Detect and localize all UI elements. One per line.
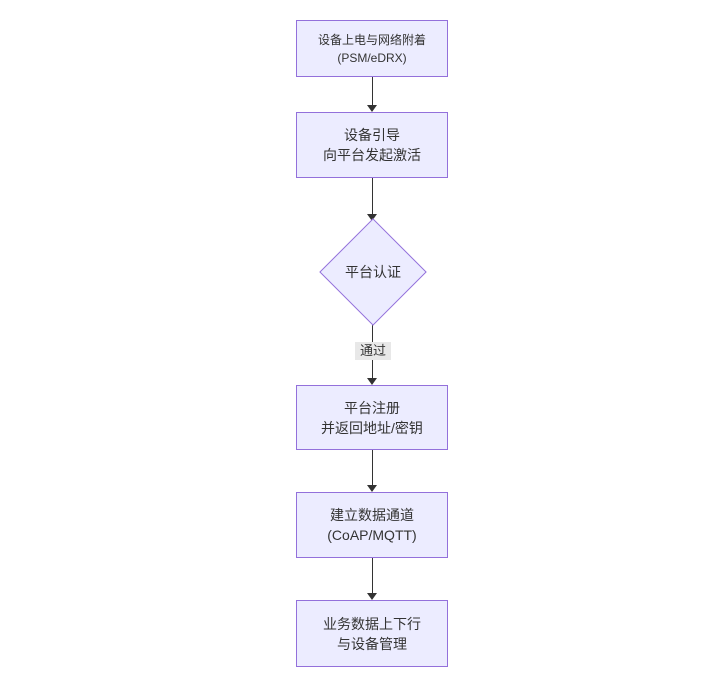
arrowhead-icon bbox=[367, 214, 377, 221]
arrowhead-icon bbox=[367, 485, 377, 492]
node-business: 业务数据上下行 与设备管理 bbox=[296, 600, 448, 667]
node-bootstrap-line1: 设备引导 bbox=[344, 127, 400, 143]
node-bootstrap: 设备引导 向平台发起激活 bbox=[296, 112, 448, 178]
node-data-channel-line2: (CoAP/MQTT) bbox=[327, 527, 417, 543]
node-business-line1: 业务数据上下行 bbox=[323, 615, 421, 632]
node-power-attach: 设备上电与网络附着 (PSM/eDRX) bbox=[296, 20, 448, 77]
node-register: 平台注册 并返回地址/密钥 bbox=[296, 385, 448, 450]
edge-label-pass: 通过 bbox=[355, 342, 391, 360]
arrowhead-icon bbox=[367, 378, 377, 385]
node-power-attach-line2: (PSM/eDRX) bbox=[337, 50, 407, 65]
node-register-line2: 并返回地址/密钥 bbox=[321, 419, 423, 436]
node-bootstrap-line2: 向平台发起激活 bbox=[323, 147, 421, 163]
edge-register-to-channel bbox=[372, 450, 373, 486]
node-auth-decision-label: 平台认证 bbox=[345, 264, 401, 280]
node-data-channel: 建立数据通道 (CoAP/MQTT) bbox=[296, 492, 448, 558]
node-business-line2: 与设备管理 bbox=[337, 635, 407, 652]
node-register-line1: 平台注册 bbox=[344, 399, 400, 416]
arrowhead-icon bbox=[367, 593, 377, 600]
node-power-attach-line1: 设备上电与网络附着 bbox=[317, 32, 426, 47]
edge-power-to-bootstrap bbox=[372, 77, 373, 106]
edge-bootstrap-to-auth bbox=[372, 178, 373, 215]
node-data-channel-line1: 建立数据通道 bbox=[330, 507, 414, 523]
edge-channel-to-business bbox=[372, 558, 373, 594]
arrowhead-icon bbox=[367, 105, 377, 112]
